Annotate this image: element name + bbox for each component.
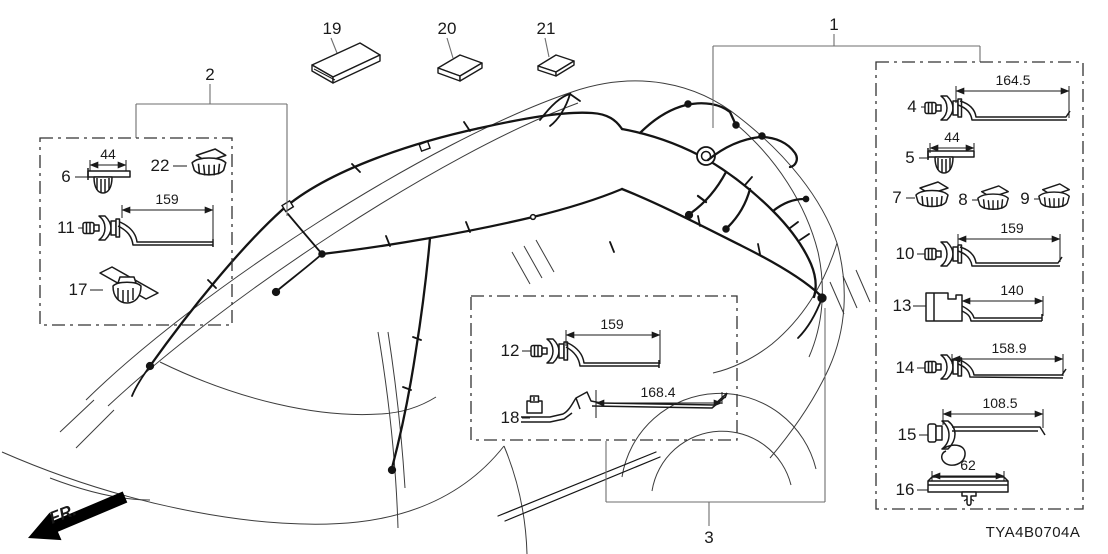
part-ref-8: 8 [958,190,967,209]
part-ref-13: 13 [893,296,912,315]
part-ref-14: 14 [896,358,915,377]
part-ref-15: 15 [898,425,917,444]
part-dim-15: 108.5 [982,395,1017,411]
car-body-outline [1,80,871,554]
part-dim-12: 159 [600,316,624,332]
part-dim-4: 164.5 [995,72,1030,88]
tie-clip-10-glyph [924,241,1063,267]
part-ref-20: 20 [438,19,457,38]
part-dim-11: 159 [155,191,179,207]
pad-19-glyph [311,42,381,84]
callout-20-leader [446,37,454,59]
part-dim-5: 44 [944,129,960,145]
detail-box-left [39,137,233,326]
part-ref-7: 7 [892,188,901,207]
callout-2-bracket [135,84,288,216]
grommet-clip-8-glyph [977,185,1009,211]
part-dim-6: 44 [100,146,116,162]
right-box-dims [929,86,1070,481]
front-direction-indicator: FR. [28,491,128,541]
screw-clip-6-glyph [87,168,131,194]
left-box-parts [75,148,227,304]
grommet-clip-9-glyph [1038,183,1070,209]
pad-20-glyph [437,54,483,82]
part-ref-18: 18 [501,408,520,427]
callout-21-leader [544,37,550,58]
callout-brackets [135,34,981,526]
part-ref-22: 22 [151,156,170,175]
part-dim-16: 62 [960,457,976,473]
bracket-clip-16-glyph [927,476,1009,506]
grommet-clip-22-glyph [191,148,227,177]
callout-3-bracket [605,308,826,526]
middle-box-parts [521,338,728,423]
tie-clip-4-glyph [924,95,1071,121]
detail-boxes [39,61,1084,510]
part-dim-18: 168.4 [640,384,675,400]
part-dim-14: 158.9 [991,340,1026,356]
screw-clip-5-glyph [927,148,975,174]
diagram-code: TYA4B0704A [986,524,1081,541]
door-hatch-marks [511,239,555,285]
part-ref-11: 11 [57,218,75,237]
tie-clip-12-glyph [530,338,660,368]
group-ref-3: 3 [704,528,713,547]
part-ref-5: 5 [905,148,914,167]
right-box-parts [906,95,1071,506]
connector-clip-13-glyph [925,292,1043,322]
part-ref-16: 16 [896,480,915,499]
group-ref-1: 1 [829,15,838,34]
left-box-dims [89,160,214,243]
fr-arrow-icon [28,491,128,541]
pad-parts [311,42,575,84]
bracket-strap-18-glyph [521,391,728,423]
pad-21-glyph [537,54,575,77]
part-ref-21: 21 [537,19,556,38]
hook-clip-15-glyph [927,420,1046,466]
part-dim-13: 140 [1000,282,1024,298]
part-ref-12: 12 [501,341,520,360]
rocker-harness-lines [497,451,661,522]
part-dim-10: 159 [1000,220,1024,236]
part-ref-10: 10 [896,244,915,263]
callout-1-bracket [712,34,981,128]
group-ref-2: 2 [205,65,214,84]
part-ref-17: 17 [69,280,88,299]
roof-harness-artwork [131,92,827,522]
tie-clip-11-glyph [82,215,214,247]
detail-box-middle [470,295,738,441]
detail-box-right [875,61,1084,510]
console-branch [539,92,581,127]
quarter-hatch-marks [829,269,871,315]
part-ref-4: 4 [907,97,916,116]
part-ref-19: 19 [323,19,342,38]
grommet-clip-7-glyph [915,181,949,208]
strap-clip-17-glyph [99,266,159,304]
middle-box-dims [565,330,723,418]
part-ref-9: 9 [1020,189,1029,208]
part-ref-6: 6 [61,167,70,186]
